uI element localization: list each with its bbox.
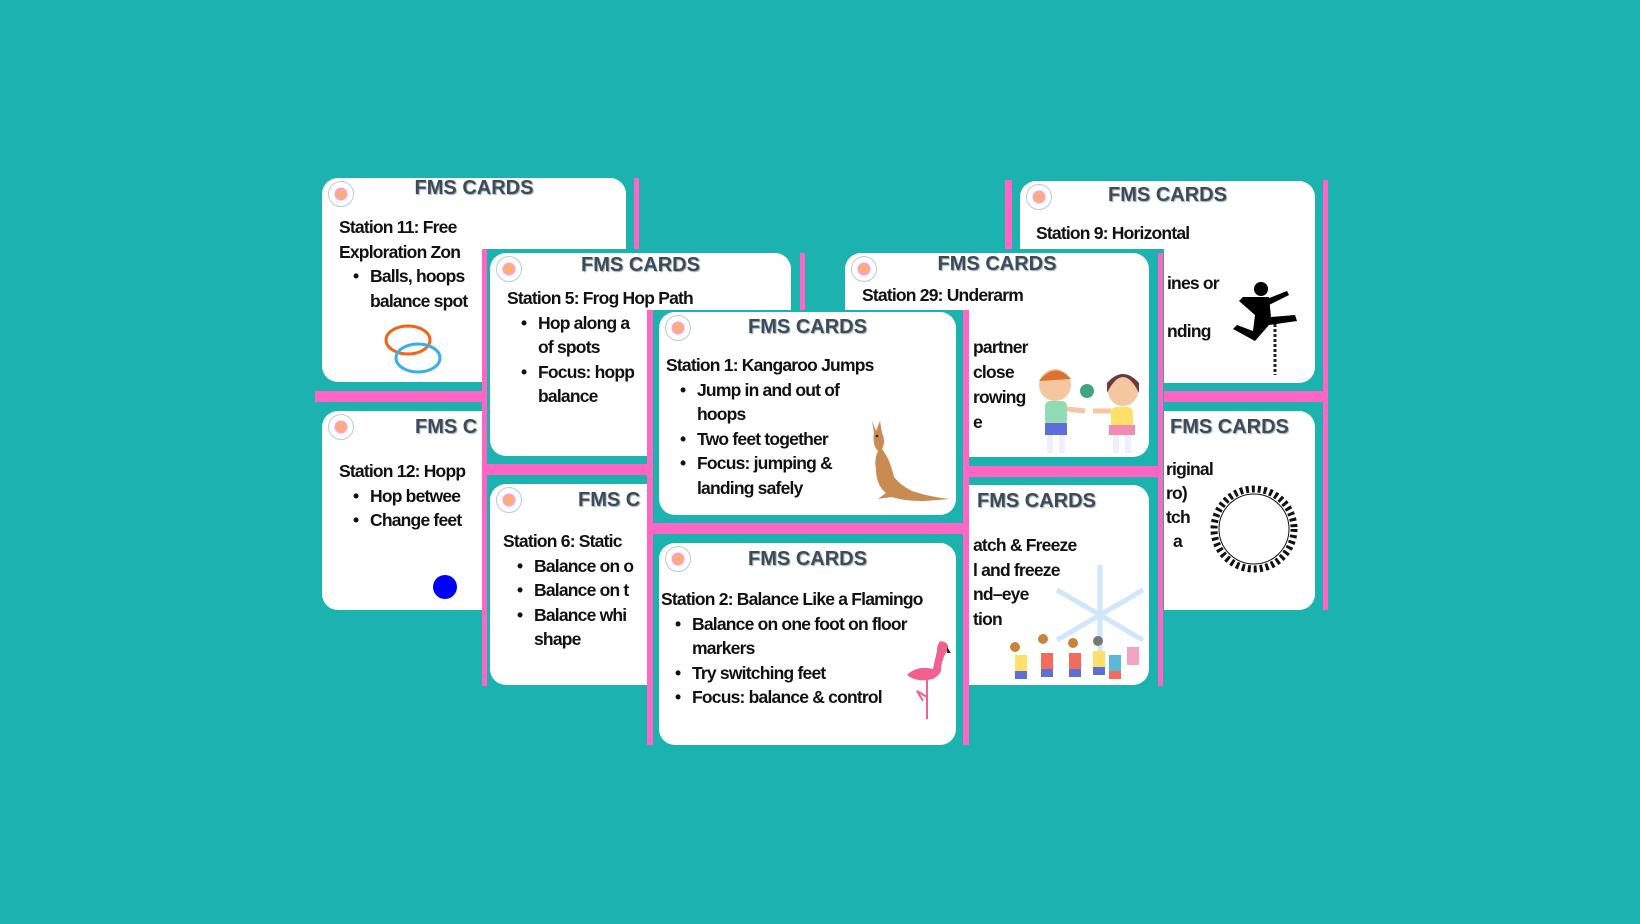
card-title: FMS CARDS [748, 316, 867, 338]
bullet-cont: shape [534, 629, 581, 649]
card-heading: Station 2: Balance Like a Flamingo [661, 589, 923, 609]
card-text-fragment: l and freeze [973, 560, 1060, 580]
divider [647, 310, 653, 745]
logo-icon [496, 256, 522, 282]
divider [653, 523, 963, 534]
card-text-fragment: a [1173, 531, 1183, 551]
card-heading: Station 11: Free [339, 217, 457, 237]
logo-icon [328, 414, 354, 440]
card-heading: Station 1: Kangaroo Jumps [666, 355, 874, 375]
bullet: Two feet together [666, 427, 874, 452]
bullet: Balance on one foot on floor [661, 612, 923, 637]
bullet-cont: markers [692, 638, 755, 658]
card-text-fragment: e [973, 412, 983, 432]
card-heading: Station 12: Hopp [339, 461, 466, 481]
card-title: FMS CARDS [1170, 416, 1289, 438]
card-text-fragment: close [973, 362, 1015, 382]
bullet: Hop betwee [339, 484, 465, 509]
bullet: Hop along a [507, 311, 693, 336]
bullet: Change feet [339, 508, 465, 533]
divider [482, 249, 487, 686]
logo-icon [665, 546, 691, 572]
logo-icon [851, 256, 877, 282]
blue-spot-icon [433, 575, 457, 599]
card-heading: Exploration Zon [339, 241, 461, 262]
logo-icon [496, 487, 522, 513]
hurdle-jumper-icon [1233, 282, 1297, 375]
card-text-fragment: atch & Freeze [973, 535, 1077, 555]
logo-icon [1026, 184, 1052, 210]
card-station-2: FMS CARDS Station 2: Balance Like a Flam… [659, 543, 956, 745]
logo-icon [328, 181, 354, 207]
kids-throwing-ball-icon [1039, 369, 1139, 453]
card-text-fragment: rowing [973, 387, 1026, 407]
bullet-cont: of spots [538, 337, 600, 357]
bullet: Balls, hoops [339, 264, 467, 289]
divider [315, 391, 635, 402]
card-text-fragment: partner [973, 337, 1028, 357]
card-title: FMS CARDS [748, 548, 867, 570]
bullet-cont: landing safely [697, 477, 803, 498]
bullet: Balance on o [503, 554, 634, 579]
divider [1012, 391, 1328, 402]
divider [800, 253, 805, 313]
card-title: FMS CARDS [1108, 184, 1227, 206]
card-text-fragment: tch [1166, 507, 1191, 527]
card-heading: Station 6: Static [503, 531, 622, 551]
bullet-cont: balance [538, 386, 598, 406]
bullet: Jump in and out of [666, 378, 874, 403]
bullet: Focus: balance & control [661, 685, 923, 710]
bullet: Balance on t [503, 578, 633, 603]
card-text-fragment: ro) [1166, 483, 1188, 503]
snowflake-icon [1055, 565, 1145, 665]
bullet: Try switching feet [661, 661, 923, 686]
bullet: Focus: hopp [507, 360, 693, 385]
card-text-fragment: riginal [1166, 459, 1214, 479]
hoops-icon [384, 324, 442, 374]
divider [1158, 253, 1163, 686]
card-title: FMS C [578, 489, 641, 511]
flamingo-icon [907, 641, 951, 719]
card-title: FMS CARDS [937, 253, 1057, 275]
card-title: FMS CARDS [977, 490, 1096, 512]
card-text-fragment: tion [973, 609, 1003, 629]
card-station-1: FMS CARDS Station 1: Kangaroo Jumps Jump… [659, 312, 956, 515]
kangaroo-icon [872, 421, 950, 501]
card-title: FMS CARDS [414, 178, 534, 199]
card-heading: Station 9: Horizontal [1036, 223, 1190, 243]
kids-playing-ball-icon [1010, 634, 1139, 679]
card-title: FMS CARDS [581, 254, 700, 276]
logo-icon [665, 315, 691, 341]
card-text-fragment: ines or [1167, 273, 1220, 293]
bullet: Focus: jumping & [666, 451, 874, 476]
divider [487, 464, 805, 475]
card-heading: Station 29: Underarm [862, 285, 1024, 305]
card-text-fragment: nd–eye [973, 584, 1029, 604]
bullet: Balance whi [503, 603, 633, 628]
circle-of-people-icon [1210, 485, 1298, 573]
bullet-cont: balance spot [370, 290, 468, 311]
card-text-fragment: nding [1167, 321, 1211, 341]
divider [963, 310, 969, 745]
bullet-cont: hoops [697, 404, 746, 424]
divider [960, 466, 1158, 477]
card-heading: Station 5: Frog Hop Path [507, 288, 694, 308]
card-title: FMS C [415, 416, 478, 438]
